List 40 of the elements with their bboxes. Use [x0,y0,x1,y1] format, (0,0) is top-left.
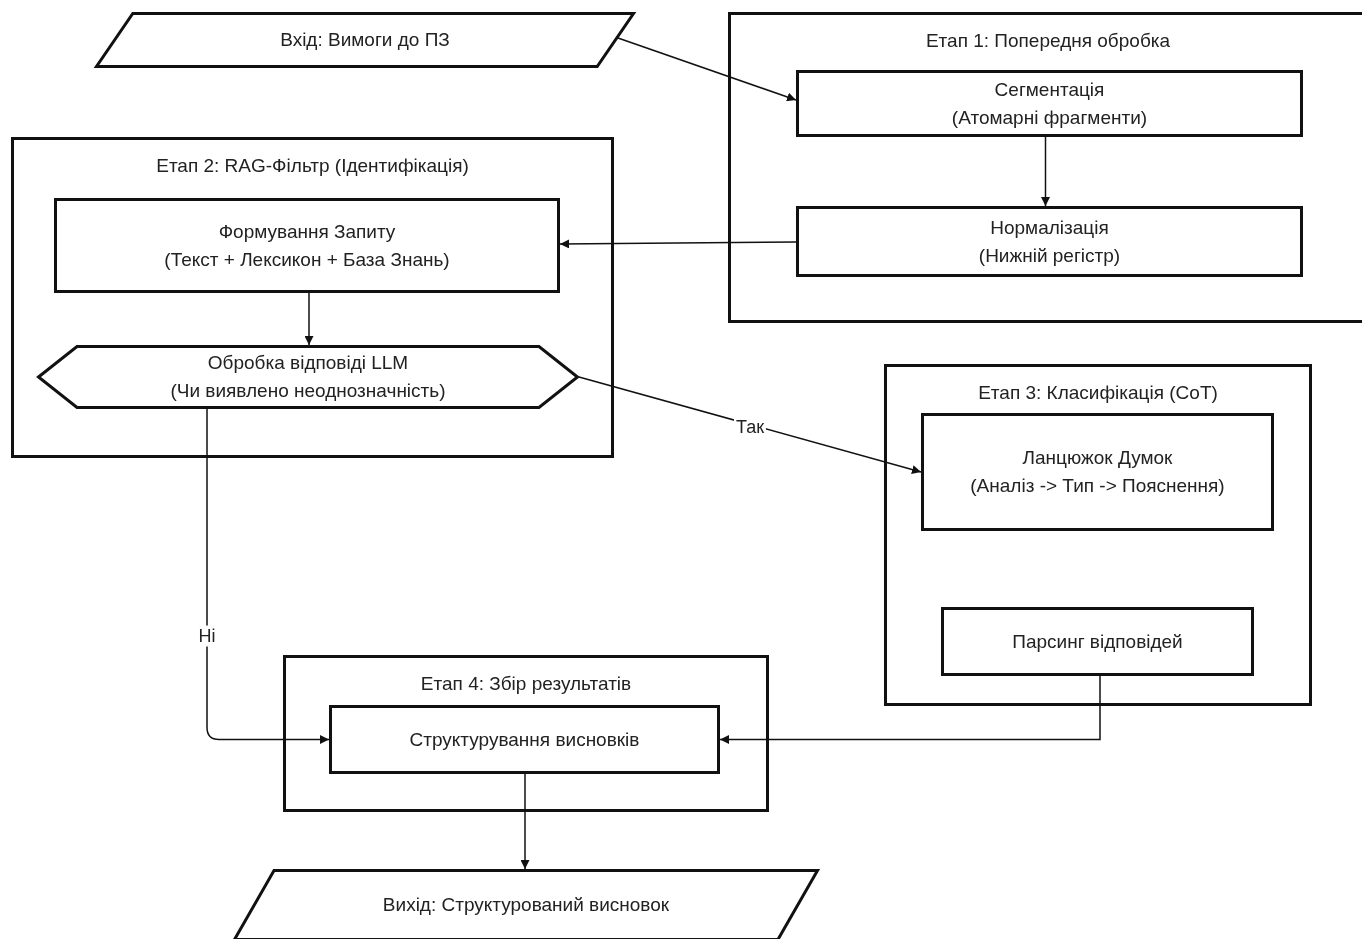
stage-heading: Етап 1: Попередня обробка [925,29,1171,53]
node-label: Ланцюжок Думок [1022,446,1173,470]
stage-container [11,137,614,458]
process-box [921,413,1274,531]
arrow [304,292,314,346]
process-box [796,70,1303,137]
node-label: Вихід: Структурований висновок [382,893,670,917]
node-label: Сегментація [994,77,1105,102]
arrow [1041,136,1050,207]
arrow [206,408,330,744]
node-label: (Аналіз -> Тип -> Пояснення) [970,474,1225,498]
node-label: Парсинг відповідей [1012,629,1183,654]
process-box [54,198,560,293]
decision-hexagon [37,345,579,409]
arrow [719,675,1101,744]
arrow [559,239,797,249]
stage-container [283,655,769,812]
stage-heading: Етап 3: Класифікація (CoT) [978,381,1218,405]
node-label: Нормалізація [990,215,1109,240]
edge-label: Ні [196,625,218,647]
stage-heading: Етап 2: RAG-Фільтр (Ідентифікація) [156,154,469,178]
node-label: (Нижній регістр) [978,243,1121,268]
node-label: Обробка відповіді LLM [207,351,409,375]
node-label: (Атомарні фрагменти) [951,105,1148,130]
node-label: (Текст + Лексикон + База Знань) [164,247,450,272]
stage-container [884,364,1312,706]
node-label: Формування Запиту [218,219,396,244]
process-box [796,206,1303,277]
node-label: (Чи виявлено неоднозначність) [170,379,446,403]
process-box [941,607,1254,676]
stage-heading: Етап 4: Збір результатів [420,672,632,696]
node-label: Вхід: Вимоги до ПЗ [280,28,450,52]
arrow [617,37,797,102]
node-label: Структурування висновків [409,727,640,752]
process-box [329,705,720,774]
stage-container [728,12,1362,323]
output-parallelogram [233,869,819,939]
arrow [520,773,530,870]
arrow [578,376,922,474]
input-parallelogram [95,12,635,68]
